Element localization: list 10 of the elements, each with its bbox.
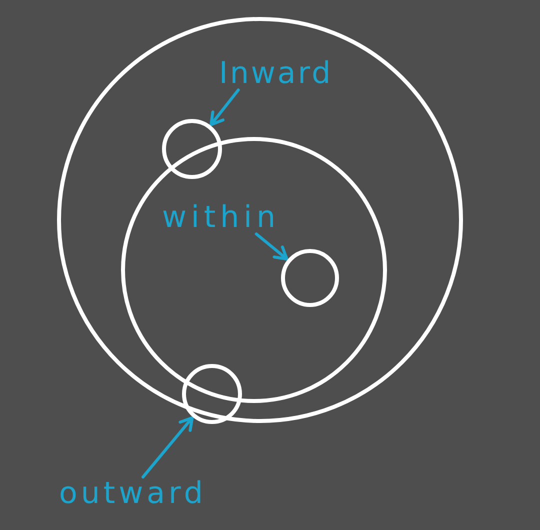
callout-label: outward — [59, 477, 206, 510]
inner-circle — [121, 137, 387, 403]
small-circle — [162, 119, 222, 179]
arrow — [210, 88, 240, 126]
arrow — [254, 232, 288, 260]
small-circle — [281, 249, 339, 307]
callout-label: Inward — [219, 57, 333, 90]
arrow — [142, 416, 194, 478]
callout-label: within — [162, 201, 280, 234]
outer-circle — [57, 17, 463, 423]
